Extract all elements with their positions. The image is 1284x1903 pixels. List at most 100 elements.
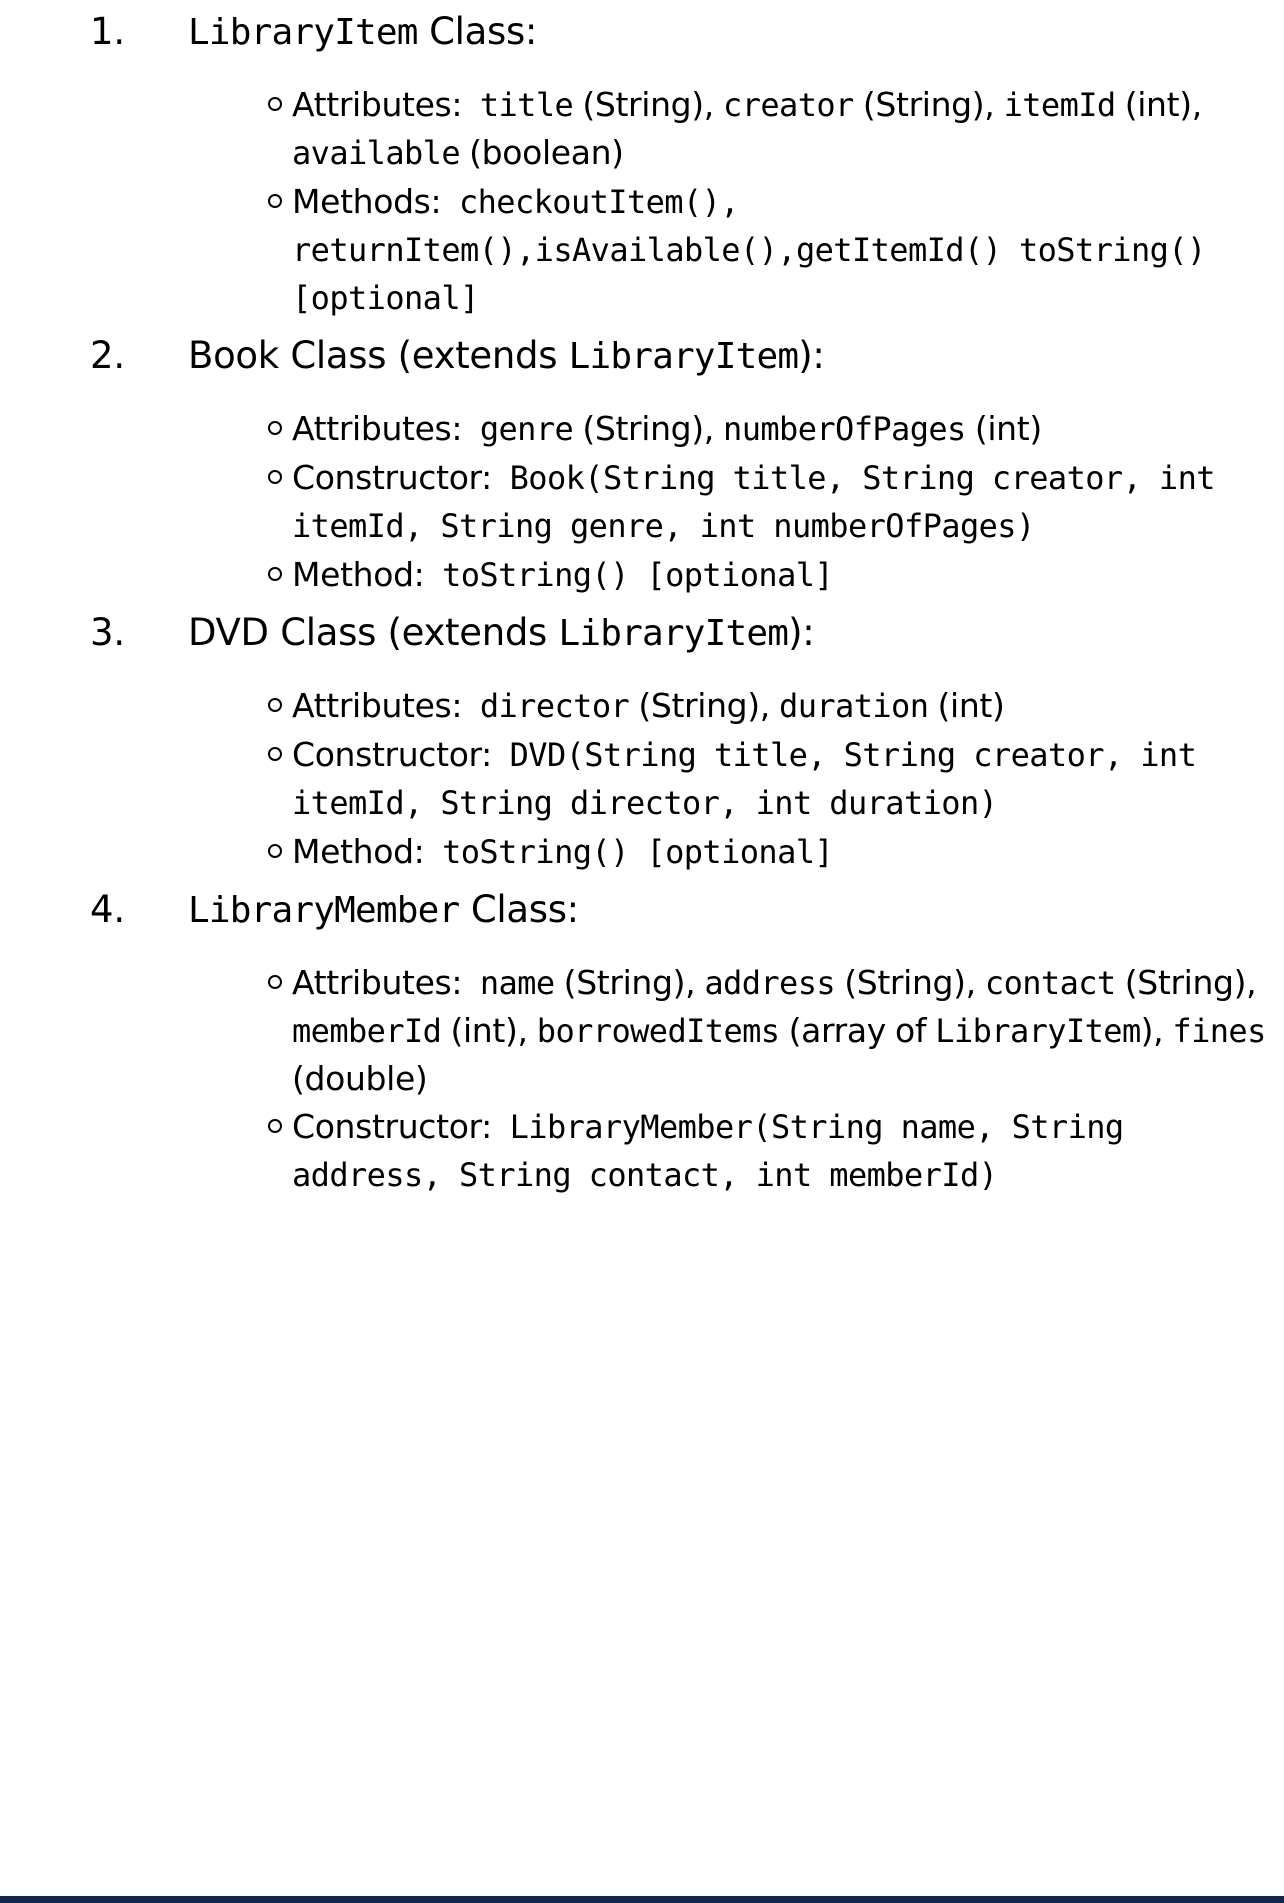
detail-label: Constructor: (292, 458, 492, 497)
code-span: title (462, 86, 574, 124)
prose-span: (String), (629, 686, 780, 725)
class-heading-tail: ): (798, 334, 825, 377)
prose-span: (int) (965, 409, 1042, 448)
bottom-accent-bar (0, 1896, 1284, 1903)
code-span: itemId (1003, 86, 1117, 124)
detail-label: Methods: (292, 182, 442, 221)
prose-span: (String), (835, 963, 985, 1002)
detail-text: Attributes: title (String), creator (Str… (292, 81, 1266, 177)
list-number: 4. (90, 888, 125, 931)
code-span: Book(String title, String creator, int i… (292, 459, 1233, 545)
detail-label: Constructor: (292, 735, 492, 774)
prose-span: (boolean) (460, 133, 624, 172)
class-heading: Book Class (extends LibraryItem): (188, 332, 1266, 381)
code-span: contact (984, 964, 1116, 1002)
class-heading: DVD Class (extends LibraryItem): (188, 609, 1266, 658)
detail-text: Constructor: DVD(String title, String cr… (292, 731, 1266, 827)
prose-span: (double) (292, 1059, 428, 1098)
detail-text: Constructor: LibraryMember(String name, … (292, 1103, 1266, 1199)
prose-span: (String), (573, 409, 724, 448)
detail-label: Method: (292, 555, 425, 594)
code-span: available (292, 134, 461, 172)
detail-label: Constructor: (292, 1107, 492, 1146)
code-span: duration (779, 687, 929, 725)
class-outline-item: 3. DVD Class (extends LibraryItem): Attrib… (18, 609, 1266, 876)
class-name-code: LibraryItem (558, 613, 789, 654)
prose-span: (String), (554, 963, 705, 1002)
list-number: 1. (90, 10, 125, 53)
code-span: toString() [optional] (424, 833, 834, 871)
class-heading-tail: Class: (459, 888, 579, 931)
bullet-circle-icon (268, 1119, 282, 1133)
prose-span: (String), (573, 85, 724, 124)
bullet-circle-icon (268, 470, 282, 484)
detail-text: Methods: checkoutItem(), returnItem(),is… (292, 178, 1266, 322)
class-heading-lead: Book Class (extends (188, 334, 569, 377)
class-outline-item: 1. LibraryItem Class: Attributes: title (S… (18, 8, 1266, 322)
class-detail-list: Attributes: director (String), duration … (76, 682, 1266, 876)
code-span: name (462, 964, 555, 1002)
detail-text: Method: toString() [optional] (292, 828, 1266, 876)
class-name-code: LibraryItem (568, 336, 799, 377)
detail-label: Attributes: (292, 686, 463, 725)
class-detail-item: Attributes: name (String), address (Stri… (76, 959, 1266, 1102)
class-detail-item: Constructor: DVD(String title, String cr… (76, 731, 1266, 827)
bullet-circle-icon (268, 975, 282, 989)
prose-span: (String), (1115, 963, 1257, 1002)
class-name-code: LibraryMember (188, 890, 460, 931)
code-span: director (462, 687, 630, 725)
detail-label: Method: (292, 832, 425, 871)
class-detail-item: Constructor: LibraryMember(String name, … (76, 1103, 1266, 1199)
class-detail-list: Attributes: name (String), address (Stri… (76, 959, 1266, 1199)
class-detail-item: Constructor: Book(String title, String c… (76, 454, 1266, 550)
detail-label: Attributes: (292, 963, 463, 1002)
class-detail-item: Attributes: title (String), creator (Str… (76, 81, 1266, 177)
class-heading-lead: DVD Class (extends (188, 611, 559, 654)
detail-label: Attributes: (292, 409, 463, 448)
bullet-circle-icon (268, 97, 282, 111)
bullet-circle-icon (268, 421, 282, 435)
prose-span: (String), (853, 85, 1004, 124)
class-outline-item: 2. Book Class (extends LibraryItem): Attri… (18, 332, 1266, 599)
detail-text: Constructor: Book(String title, String c… (292, 454, 1266, 550)
prose-span: (int), (1115, 85, 1203, 124)
bullet-circle-icon (268, 567, 282, 581)
code-span: LibraryMember(String name, String addres… (292, 1108, 1142, 1194)
prose-span: (int) (928, 686, 1005, 725)
class-heading: LibraryItem Class: (188, 8, 1266, 57)
class-detail-item: Method: toString() [optional] (76, 828, 1266, 876)
class-heading-tail: ): (788, 611, 815, 654)
code-span: LibraryItem (935, 1012, 1141, 1050)
class-detail-item: Method: toString() [optional] (76, 551, 1266, 599)
code-span: memberId (292, 1012, 442, 1050)
prose-span: ), (1140, 1011, 1173, 1050)
prose-span: (int), (441, 1011, 537, 1050)
bullet-circle-icon (268, 698, 282, 712)
detail-text: Attributes: genre (String), numberOfPage… (292, 405, 1266, 453)
class-name-code: LibraryItem (188, 12, 418, 53)
code-span: address (704, 964, 836, 1002)
class-detail-list: Attributes: genre (String), numberOfPage… (76, 405, 1266, 599)
prose-span: (array of (779, 1011, 936, 1050)
detail-text: Method: toString() [optional] (292, 551, 1266, 599)
class-detail-item: Attributes: director (String), duration … (76, 682, 1266, 730)
detail-label: Attributes: (292, 85, 463, 124)
code-span: DVD(String title, String creator, int it… (292, 736, 1214, 822)
bullet-circle-icon (268, 194, 282, 208)
class-detail-item: Methods: checkoutItem(), returnItem(),is… (76, 178, 1266, 322)
code-span: checkoutItem(), returnItem(),isAvailable… (292, 183, 1224, 317)
class-heading-tail: Class: (417, 10, 538, 53)
class-detail-list: Attributes: title (String), creator (Str… (76, 81, 1266, 322)
bullet-circle-icon (268, 844, 282, 858)
code-span: numberOfPages (723, 410, 966, 448)
list-number: 2. (90, 334, 125, 377)
class-heading: LibraryMember Class: (188, 886, 1266, 935)
code-span: fines (1172, 1012, 1266, 1050)
class-detail-item: Attributes: genre (String), numberOfPage… (76, 405, 1266, 453)
code-span: genre (462, 410, 574, 448)
class-outline-item: 4. LibraryMember Class: Attributes: name (… (18, 886, 1266, 1199)
class-outline-list: 1. LibraryItem Class: Attributes: title (S… (18, 8, 1266, 1199)
list-number: 3. (90, 611, 125, 654)
detail-text: Attributes: name (String), address (Stri… (292, 959, 1266, 1102)
